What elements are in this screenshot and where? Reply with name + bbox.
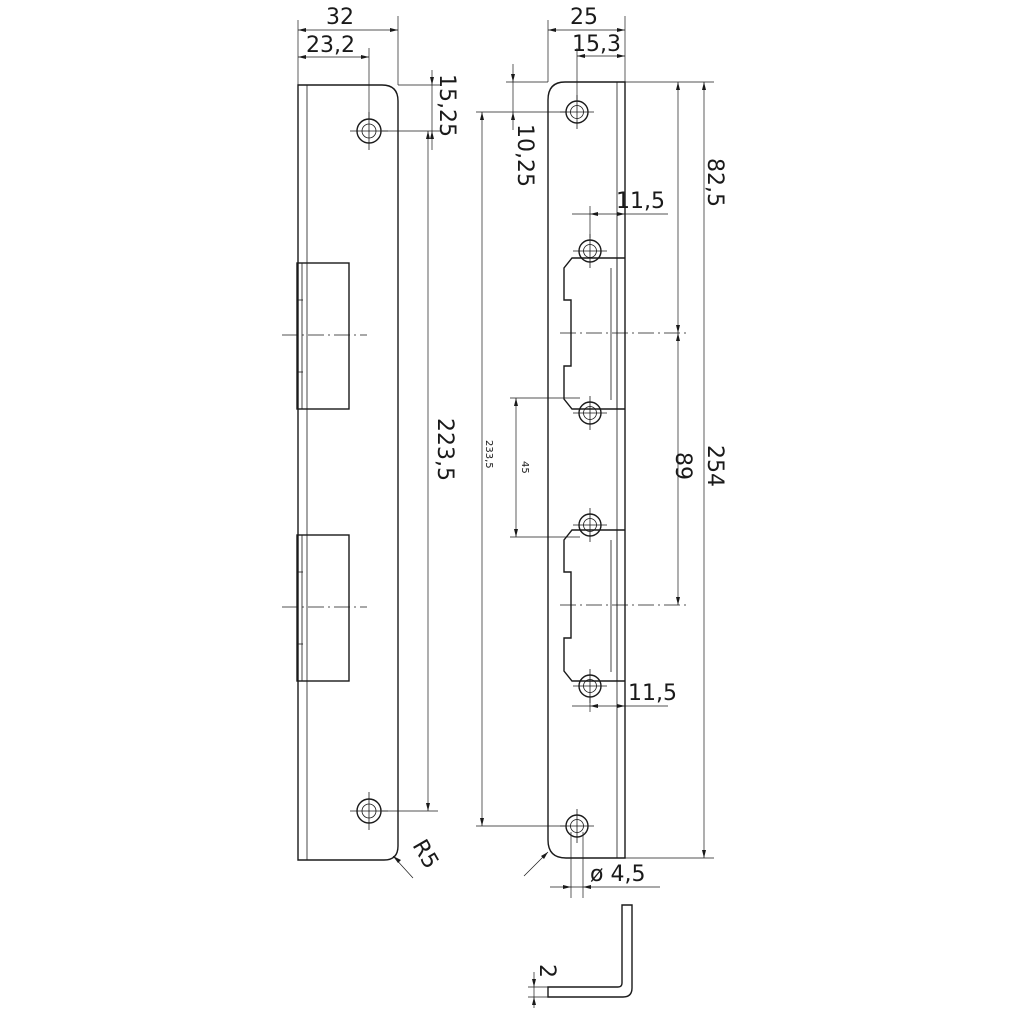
dim-left-width: 32	[297, 5, 399, 85]
dim-right-width-label: 25	[570, 5, 598, 30]
left-lower-strike-box	[282, 534, 367, 682]
right-plate-view: 25 15,3 10,25 233,5	[476, 5, 727, 898]
left-plate-outline	[297, 84, 399, 861]
dim-corner-radius-label: R5	[407, 836, 443, 874]
dim-offset-top-label: 11,5	[616, 189, 665, 214]
dim-offset-top: 11,5	[572, 189, 668, 238]
dim-right-top-hole: 10,25	[476, 64, 566, 187]
dim-left-hole-spacing: 223,5	[382, 131, 457, 812]
dim-outer-hole-spacing: 233,5	[476, 112, 566, 827]
dim-left-width-label: 32	[326, 5, 354, 30]
dim-right-hole-offset-label: 15,3	[572, 32, 621, 57]
dim-left-top-hole: 15,25	[382, 70, 459, 150]
right-hole-5	[573, 669, 607, 703]
dim-recess-height-label: 45	[519, 461, 530, 474]
section-profile: 2	[528, 904, 633, 1008]
dim-total-length-label: 254	[702, 445, 727, 487]
left-plate-view: 32 23,2 15,25 223,5	[282, 5, 459, 879]
dim-offset-bottom-label: 11,5	[628, 681, 677, 706]
dim-thickness-label: 2	[534, 964, 559, 978]
dim-left-hole-offset: 23,2	[298, 33, 370, 118]
right-plate-outline	[547, 81, 626, 859]
dim-hole-diameter: ø 4,5	[523, 832, 660, 898]
dim-outer-hole-spacing-label: 233,5	[483, 440, 494, 469]
dim-left-top-hole-label: 15,25	[434, 74, 459, 137]
left-top-hole	[350, 112, 388, 150]
left-upper-strike-box	[282, 262, 367, 410]
dim-center-spacing-label: 89	[670, 452, 695, 480]
dim-right-top-hole-label: 10,25	[512, 124, 537, 187]
dim-right-width: 25	[547, 5, 626, 82]
dim-offset-bottom: 11,5	[572, 681, 677, 712]
right-lower-recess	[560, 529, 686, 682]
dim-thickness: 2	[528, 964, 559, 1008]
dim-corner-radius: R5	[392, 836, 443, 879]
dim-right-hole-offset: 15,3	[572, 32, 625, 100]
l-profile-outline	[547, 904, 633, 998]
right-hole-3	[573, 396, 607, 430]
right-upper-recess	[560, 257, 686, 410]
dim-recess-height: 45	[510, 397, 580, 538]
right-hole-2	[573, 234, 607, 268]
dim-hole-diameter-label: ø 4,5	[590, 862, 645, 887]
dim-total-length: 254	[625, 82, 727, 859]
dim-center-spacing: 89	[670, 333, 695, 605]
left-bottom-hole	[350, 792, 388, 830]
dim-left-hole-offset-label: 23,2	[306, 33, 355, 58]
dim-left-hole-spacing-label: 223,5	[432, 418, 457, 481]
dim-height-top: 82,5	[625, 81, 727, 333]
right-hole-4	[573, 508, 607, 542]
dim-height-top-label: 82,5	[702, 158, 727, 207]
